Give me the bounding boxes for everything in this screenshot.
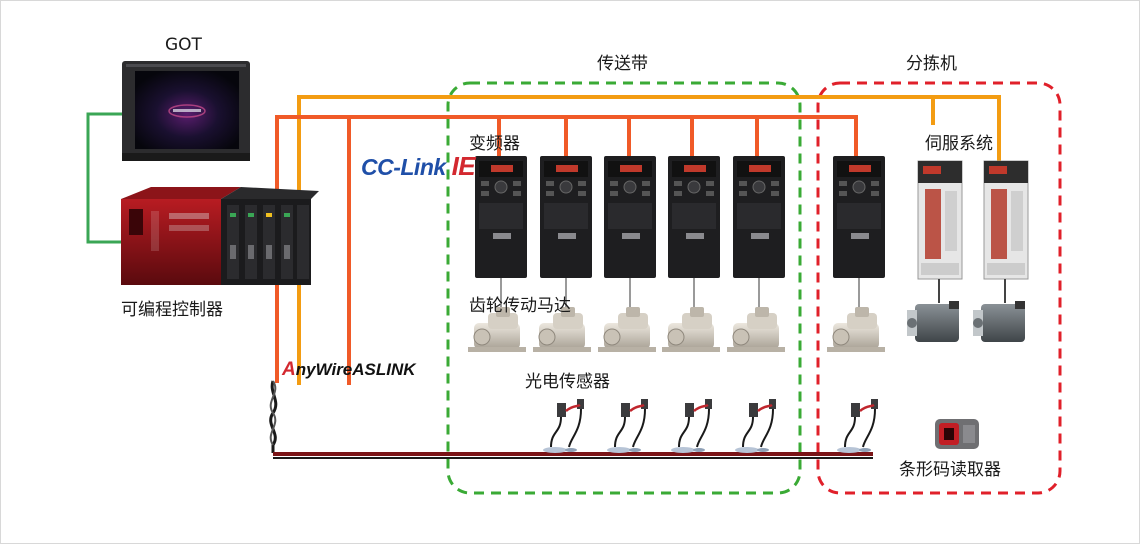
anywire-logo-rest: nyWireASLINK: [295, 360, 416, 379]
inverter-6: [833, 156, 885, 313]
anywire-logo-a: A: [282, 359, 296, 380]
photo-sensor-2: [607, 399, 648, 453]
inverter-2: [540, 156, 592, 313]
conveyor-group-box: [446, 81, 802, 495]
got-plc-link: [86, 112, 123, 244]
barcode-reader: [935, 419, 979, 449]
photo-sensors: [543, 399, 878, 453]
got-touch-panel: [122, 61, 250, 161]
gear-motor-5: [727, 307, 785, 352]
gear-motor-2: [533, 307, 591, 352]
photo-sensor-5: [837, 399, 878, 453]
plc-label: 可编程控制器: [121, 300, 223, 320]
inverter-1: [475, 156, 527, 313]
barcode-reader-label: 条形码读取器: [899, 460, 1001, 480]
photo-sensor-3: [671, 399, 712, 453]
cclink-logo-main: CC-Link: [361, 154, 452, 180]
servo-amplifier-2: [983, 160, 1029, 280]
inverter-4: [668, 156, 720, 313]
gear-motor-1: [468, 307, 526, 352]
photo-sensor-1: [543, 399, 584, 453]
sorter-group-box: [816, 81, 1062, 495]
inverter-3: [604, 156, 656, 313]
servo-label: 伺服系统: [925, 134, 993, 154]
got-label: GOT: [165, 35, 202, 55]
gear-motor-3: [598, 307, 656, 352]
inverters: [475, 156, 885, 313]
cclink-ie-logo: CC-Link IE: [361, 151, 476, 182]
gear-motor-6: [827, 307, 885, 352]
plc-unit: [121, 187, 319, 285]
inverter-5: [733, 156, 785, 313]
servo-amplifier-1: [917, 160, 963, 280]
conveyor-label: 传送带: [597, 54, 648, 74]
anywire-aslink-logo: AnyWireASLINK: [282, 359, 416, 381]
servo-motor-2: [973, 301, 1025, 342]
photo-sensor-4: [735, 399, 776, 453]
gear-motors: [468, 307, 885, 352]
inverter-label: 变频器: [469, 134, 520, 154]
sorter-label: 分拣机: [906, 54, 957, 74]
photo-sensor-label: 光电传感器: [525, 372, 610, 392]
gear-motor-4: [662, 307, 720, 352]
gear-motor-label: 齿轮传动马达: [469, 296, 571, 316]
cclink-logo-ie: IE: [451, 151, 476, 181]
servo-motor-1: [907, 301, 959, 342]
